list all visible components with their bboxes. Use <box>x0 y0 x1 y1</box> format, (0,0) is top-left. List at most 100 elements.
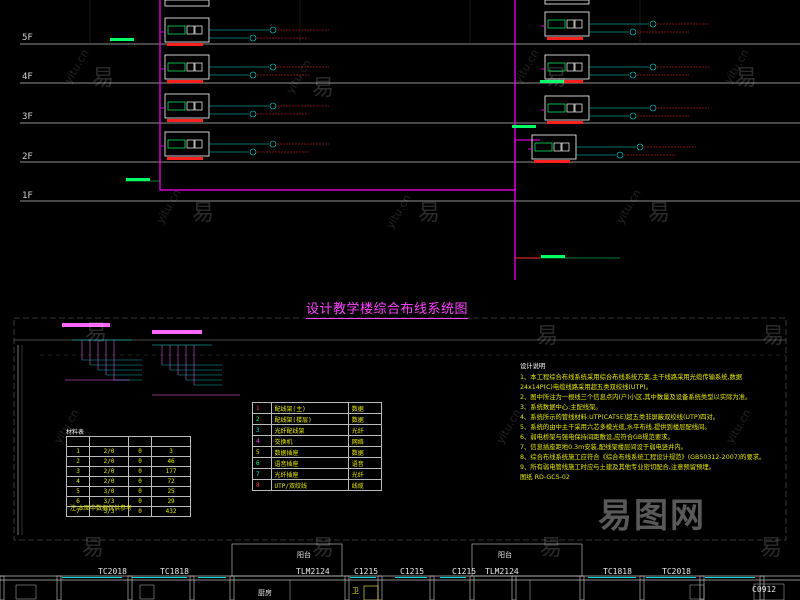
table-cell: 0 <box>127 486 153 497</box>
fixture <box>15 584 37 600</box>
outlet-symbol <box>269 63 277 71</box>
cable-label <box>126 178 150 181</box>
legend-cell: 网络 <box>347 435 383 447</box>
legend-cell: 线缆 <box>347 479 383 491</box>
switch-block <box>553 142 562 152</box>
detail-heading <box>152 330 202 334</box>
outlet-symbol <box>269 102 277 110</box>
note-line: 4、系统所示的管线材料:UTP(CAT5E)超五类非屏蔽双绞线(UTP)四对。 <box>520 414 720 421</box>
cabinet-tag <box>547 80 583 83</box>
floor-cabinet <box>161 17 329 46</box>
table-cell: 3/0 <box>89 486 129 497</box>
cable-label <box>110 38 134 41</box>
table-cell: 2/0 <box>89 466 129 477</box>
drawing-frames <box>13 317 787 541</box>
legend-index: 4 <box>252 435 272 447</box>
table-cell: 25 <box>151 486 191 497</box>
legend-cell: 光纤 <box>347 424 383 436</box>
plan-label: TLM2124 <box>485 567 519 576</box>
wall-column <box>429 575 435 600</box>
cabinet-tag <box>167 119 203 122</box>
table-cell: 4 <box>65 476 91 487</box>
note-line: 2、图中所注为一根线三个信息点内(户)小区,其中数量及设备系统类型以实际为准。 <box>520 394 752 401</box>
cabinet-tag <box>167 157 203 160</box>
wall-column <box>189 575 195 600</box>
patch-panel <box>167 139 186 149</box>
legend-index: 2 <box>252 413 272 425</box>
wall-column <box>759 575 765 600</box>
legend-cell: 配线架(主) <box>270 402 349 414</box>
legend-cell: 数据插座 <box>270 446 349 458</box>
outlet-symbol <box>616 151 624 159</box>
outlet-symbol <box>649 104 657 112</box>
wiring-detail <box>72 339 142 381</box>
legend-index: 8 <box>252 479 272 491</box>
backbone-bus <box>159 0 516 191</box>
legend-index: 7 <box>252 468 272 480</box>
outlet-symbol <box>249 110 257 118</box>
legend-index: 5 <box>252 446 272 458</box>
switch-block <box>194 25 203 35</box>
patch-panel <box>167 25 186 35</box>
floor-cabinet <box>541 95 709 124</box>
wall-column <box>56 575 62 600</box>
notes-title: 设计说明 <box>520 363 546 370</box>
diagram-title: 设计教学楼综合布线系统图 <box>306 298 469 319</box>
outlet-symbol <box>249 34 257 42</box>
cabinet-tag <box>534 160 570 163</box>
note-line: 3、系统数据中心:主配线架。 <box>520 404 602 411</box>
table-cell: 7 <box>65 506 91 517</box>
switch-block <box>186 101 195 111</box>
wall-column <box>344 575 350 600</box>
table-cell: 1 <box>65 446 91 457</box>
switch-block <box>566 19 575 29</box>
note-line: 9、所有弱电管线施工时应与土建及其他专业密切配合,注意预留预埋。 <box>520 464 715 471</box>
note-line: 1、本工程综合布线系统采用综合布线系统方案,主干线路采用光缆传输系统,数据 <box>520 374 743 381</box>
table-header-cell <box>127 436 153 447</box>
outlet-symbol <box>649 20 657 28</box>
plan-room-label: 阳台 <box>297 551 311 559</box>
switch-block <box>186 139 195 149</box>
table-cell: 46 <box>151 456 191 467</box>
table-cell: 0 <box>127 506 153 517</box>
note-line: 5、系统的由中主干采用六芯多模光缆,水平布线,提供到楼层配线间。 <box>520 424 711 431</box>
switch-block <box>566 62 575 72</box>
floor-label-4f: 4F <box>22 72 33 82</box>
table-cell: 0 <box>127 466 153 477</box>
table-cell: 29 <box>151 496 191 507</box>
switch-block <box>194 101 203 111</box>
legend-index: 6 <box>252 457 272 469</box>
cabinet-frame <box>164 0 210 7</box>
floor-cabinet <box>541 11 709 40</box>
detail-heading <box>62 323 110 327</box>
floor-label-3f: 3F <box>22 112 33 122</box>
patch-panel <box>547 19 566 29</box>
table-cell: 0 <box>127 456 153 467</box>
note-line: 图纸 RD-GCS-02 <box>520 474 570 481</box>
balcony <box>231 543 343 577</box>
switch-block <box>574 19 583 29</box>
cable-label <box>540 80 564 83</box>
note-line: 8、综合布线系统施工应符合《综合布线系统工程设计规范》(GB50312-2007… <box>520 454 766 461</box>
outlet-symbol <box>629 71 637 79</box>
patch-panel <box>167 62 186 72</box>
plan-label: C1215 <box>354 567 379 576</box>
switch-block <box>566 103 575 113</box>
floor-lines <box>20 0 800 202</box>
table-header-cell <box>151 436 191 447</box>
outlet-symbol <box>269 26 277 34</box>
switch-block <box>561 142 570 152</box>
switch-block <box>194 62 203 72</box>
switch-block <box>186 25 195 35</box>
switch-block <box>186 62 195 72</box>
table-cell: 177 <box>151 466 191 477</box>
plan-label: TC2018 <box>662 567 691 576</box>
outlet-symbol <box>249 148 257 156</box>
wiring-detail <box>152 344 222 386</box>
